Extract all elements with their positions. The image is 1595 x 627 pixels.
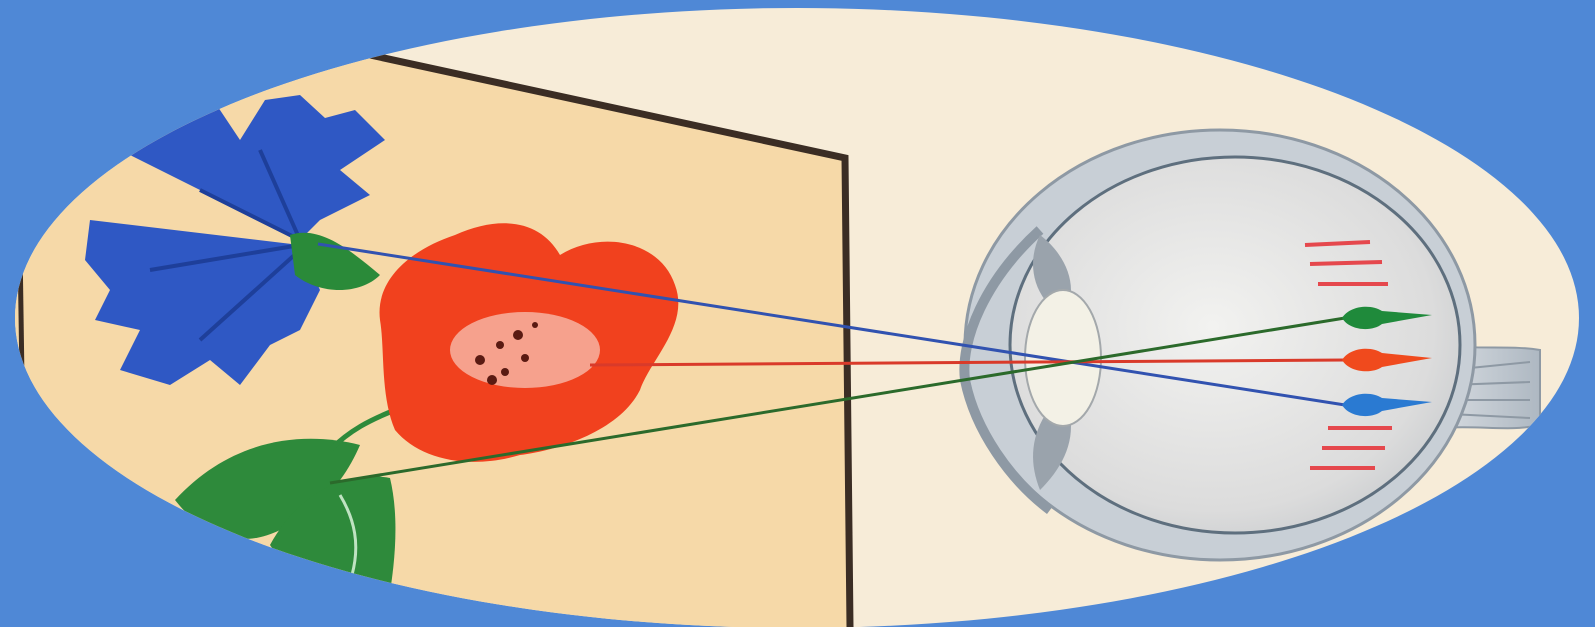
vision-diagram: [0, 0, 1595, 627]
diagram-canvas: [0, 0, 1595, 627]
